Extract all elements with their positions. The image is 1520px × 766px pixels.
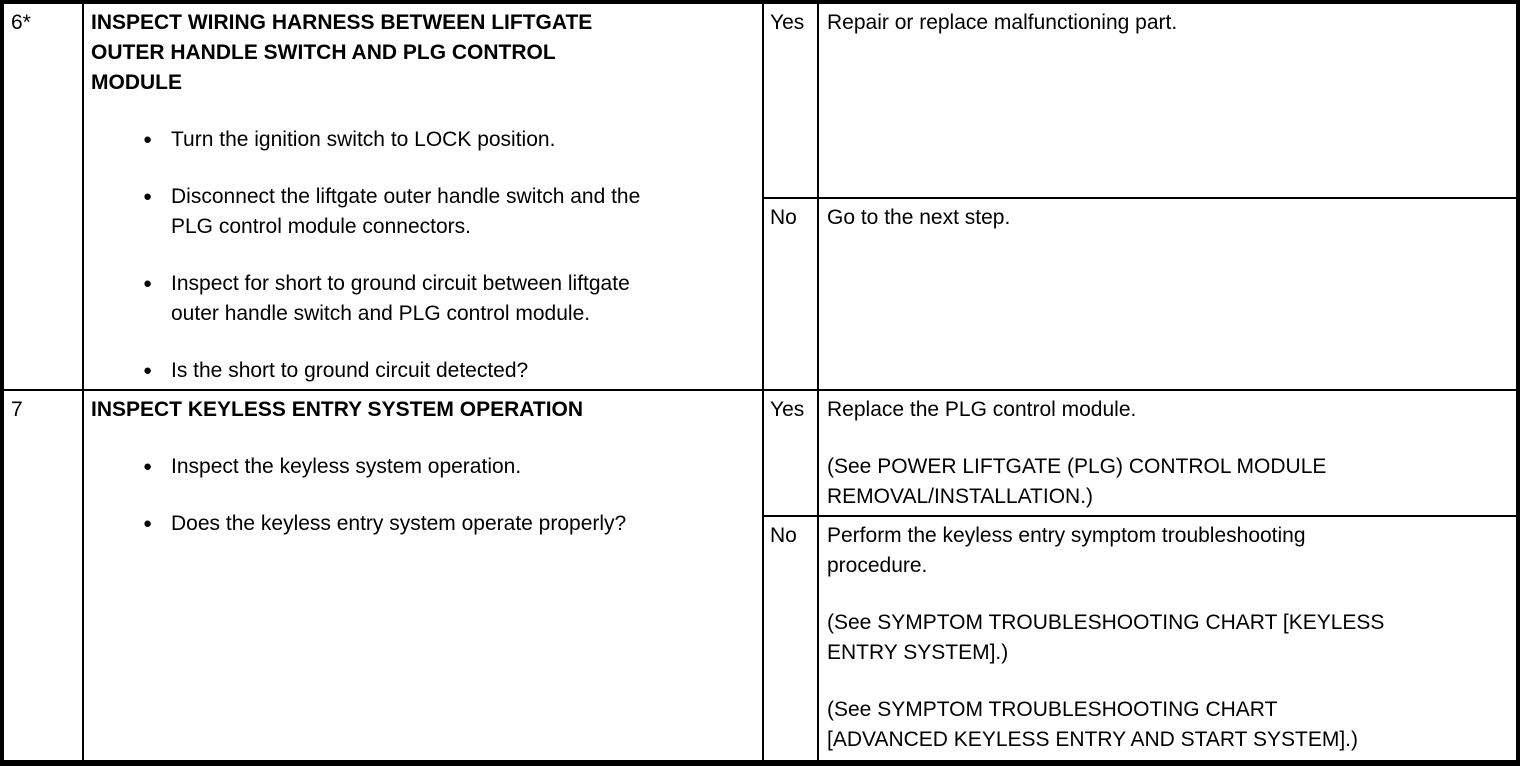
bullet-text: Inspect for short to ground circuit betw… (171, 272, 630, 325)
list-item: ● Does the keyless entry system operate … (91, 509, 754, 539)
yes-subrow: Yes Replace the PLG control module. (See… (764, 391, 1516, 517)
bullet-text: Disconnect the liftgate outer handle swi… (171, 185, 641, 238)
list-item: ● Is the short to ground circuit detecte… (91, 356, 754, 386)
bullet-icon: ● (143, 188, 153, 205)
bullet-text: Is the short to ground circuit detected? (171, 359, 529, 382)
result-column: Yes Repair or replace malfunctioning par… (764, 4, 1516, 389)
action-text: (See SYMPTOM TROUBLESHOOTING CHART [ADVA… (827, 698, 1358, 751)
no-action-cell: Perform the keyless entry symptom troubl… (819, 517, 1516, 760)
yes-action-cell: Repair or replace malfunctioning part. (819, 4, 1516, 197)
action-text: (See SYMPTOM TROUBLESHOOTING CHART [KEYL… (827, 611, 1385, 664)
action-text: Repair or replace malfunctioning part. (827, 11, 1178, 34)
action-text: Replace the PLG control module. (827, 398, 1137, 421)
bullet-icon: ● (143, 131, 153, 148)
answer-yes-label: Yes (764, 391, 819, 515)
table-row-step-6: 6* INSPECT WIRING HARNESS BETWEEN LIFTGA… (4, 4, 1516, 391)
bullet-text: Turn the ignition switch to LOCK positio… (171, 128, 556, 151)
action-text: Perform the keyless entry symptom troubl… (827, 524, 1306, 577)
list-item: ● Disconnect the liftgate outer handle s… (91, 182, 754, 242)
procedure-cell: INSPECT WIRING HARNESS BETWEEN LIFTGATE … (84, 4, 764, 389)
list-item: ● Turn the ignition switch to LOCK posit… (91, 125, 754, 155)
bullet-text: Does the keyless entry system operate pr… (171, 512, 627, 535)
step-number: 6* (4, 4, 84, 389)
no-subrow: No Perform the keyless entry symptom tro… (764, 517, 1516, 760)
answer-no-label: No (764, 199, 819, 389)
procedure-title: INSPECT WIRING HARNESS BETWEEN LIFTGATE … (91, 11, 593, 94)
list-item: ● Inspect for short to ground circuit be… (91, 269, 754, 329)
bullet-text: Inspect the keyless system operation. (171, 455, 522, 478)
no-subrow: No Go to the next step. (764, 199, 1516, 389)
procedure-title: INSPECT KEYLESS ENTRY SYSTEM OPERATION (91, 398, 584, 421)
no-action-cell: Go to the next step. (819, 199, 1516, 389)
yes-action-cell: Replace the PLG control module. (See POW… (819, 391, 1516, 515)
answer-no-label: No (764, 517, 819, 760)
action-text: Go to the next step. (827, 206, 1011, 229)
bullet-icon: ● (143, 515, 153, 532)
list-item: ● Inspect the keyless system operation. (91, 452, 754, 482)
procedure-cell: INSPECT KEYLESS ENTRY SYSTEM OPERATION ●… (84, 391, 764, 760)
step-number: 7 (4, 391, 84, 760)
answer-yes-label: Yes (764, 4, 819, 197)
bullet-icon: ● (143, 458, 153, 475)
yes-subrow: Yes Repair or replace malfunctioning par… (764, 4, 1516, 199)
bullet-icon: ● (143, 362, 153, 379)
table-row-step-7: 7 INSPECT KEYLESS ENTRY SYSTEM OPERATION… (4, 391, 1516, 760)
action-text: (See POWER LIFTGATE (PLG) CONTROL MODULE… (827, 455, 1327, 508)
result-column: Yes Replace the PLG control module. (See… (764, 391, 1516, 760)
bullet-icon: ● (143, 275, 153, 292)
